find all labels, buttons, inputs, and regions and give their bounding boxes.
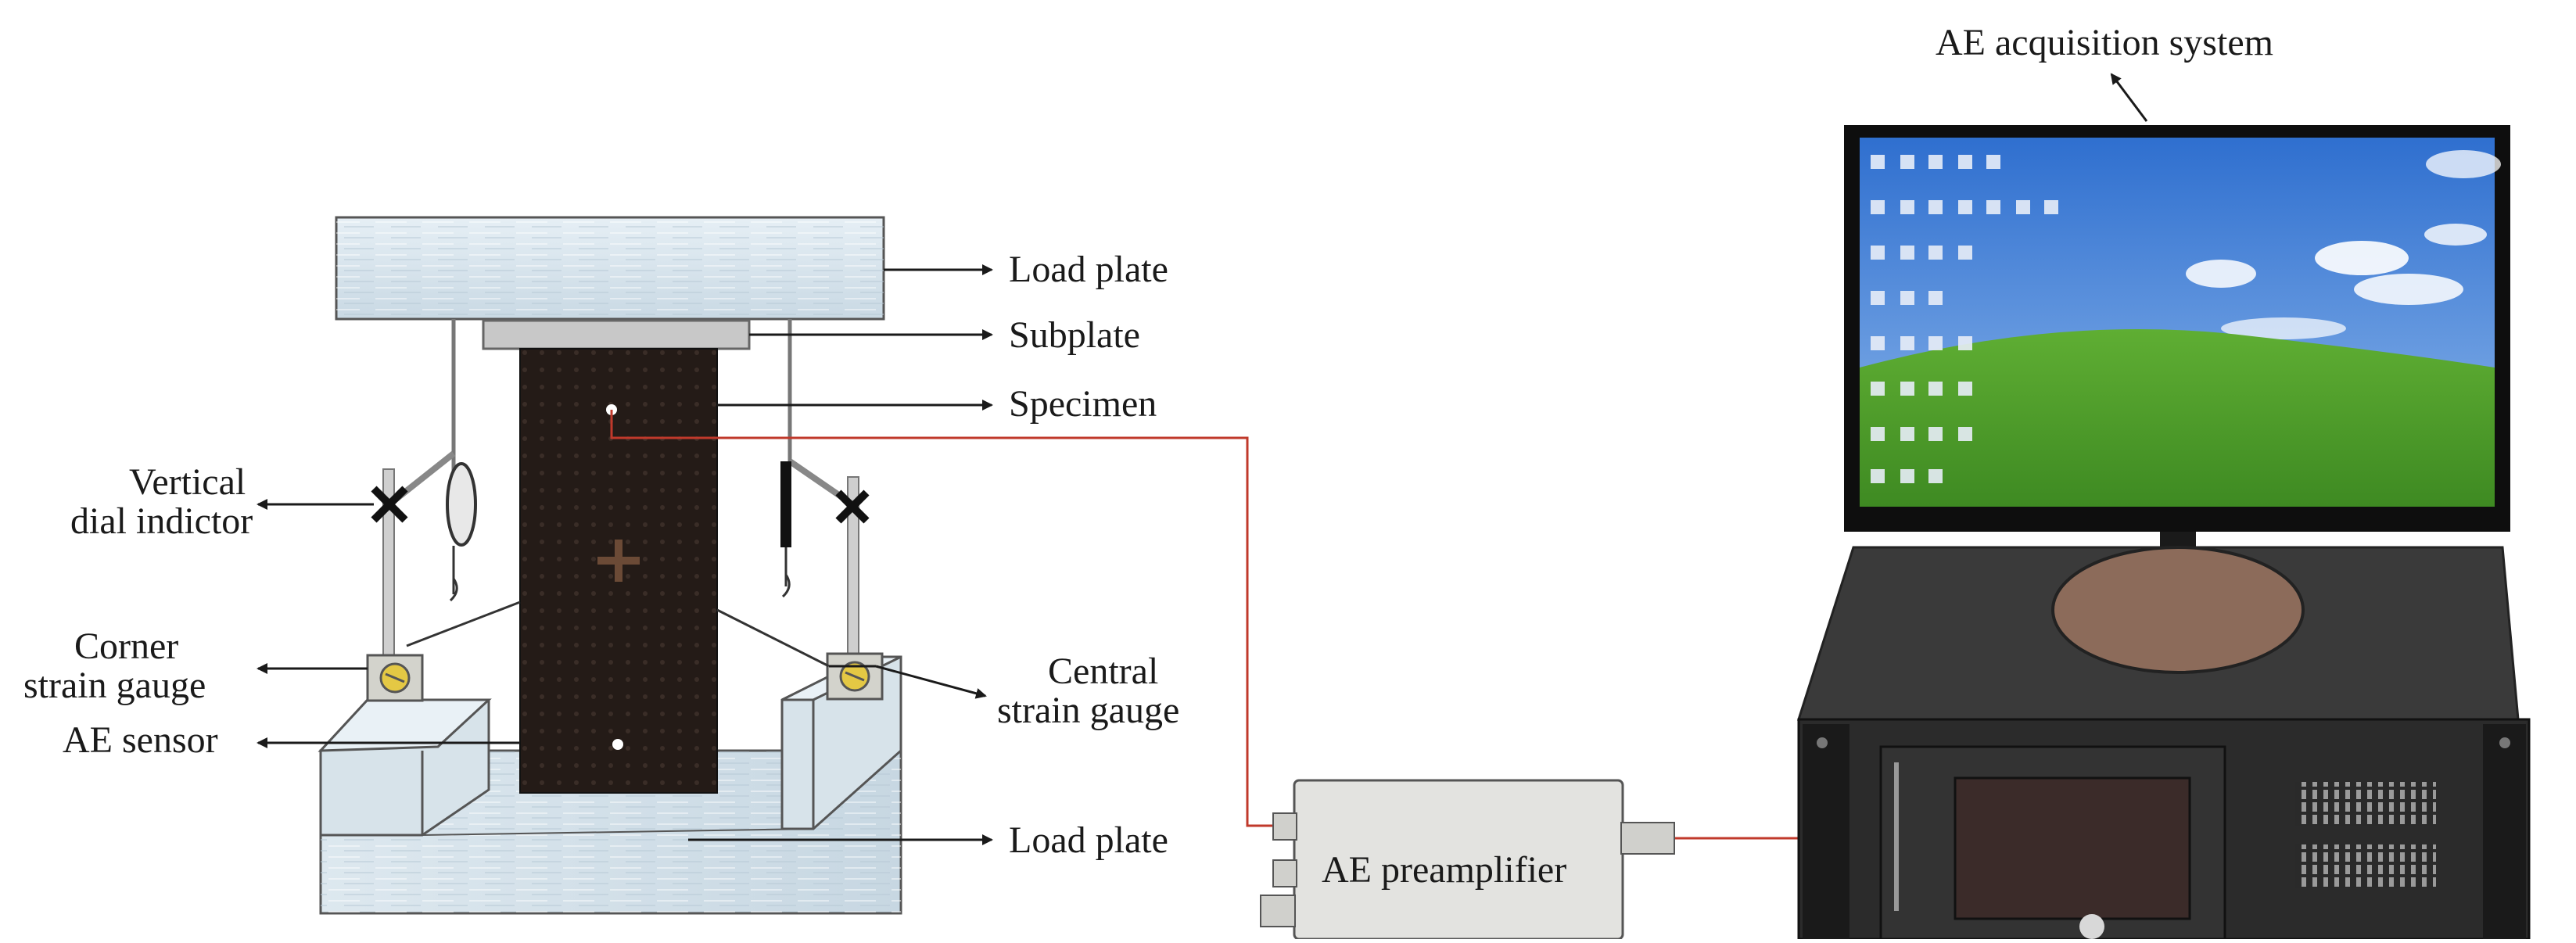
specimen [519,348,718,794]
desktop-icons [1871,155,2058,483]
label-subplate: Subplate [1009,314,1140,356]
preamplifier-label: AE preamplifier [1322,849,1566,891]
top-load-plate [335,216,885,321]
monitor-base [2051,546,2305,674]
label-vertical-dial-1: Vertical [129,461,246,503]
label-vertical-dial-2: dial indictor [70,500,253,542]
label-central-gauge-2: strain gauge [997,690,1179,731]
ae-preamplifier: AE preamplifier [1260,779,1675,941]
label-corner-gauge-2: strain gauge [23,665,206,706]
label-specimen: Specimen [1009,383,1157,425]
label-acquisition-system: AE acquisition system [1936,22,2273,63]
ae-sensor-bottom [612,739,623,750]
right-dial-indicator [780,319,884,701]
ae-acquisition-system [1796,125,2531,941]
subplate [482,319,751,350]
leader-lines [257,73,2148,845]
label-ae-sensor: AE sensor [63,719,218,761]
central-strain-gauge-mark [597,540,640,582]
left-dial-indicator [366,319,477,702]
label-load-plate-bottom: Load plate [1009,819,1168,861]
signal-cable [610,410,1803,840]
label-load-plate-top: Load plate [1009,249,1168,290]
label-central-gauge-1: Central [1048,651,1158,692]
label-corner-gauge-1: Corner [74,626,178,667]
